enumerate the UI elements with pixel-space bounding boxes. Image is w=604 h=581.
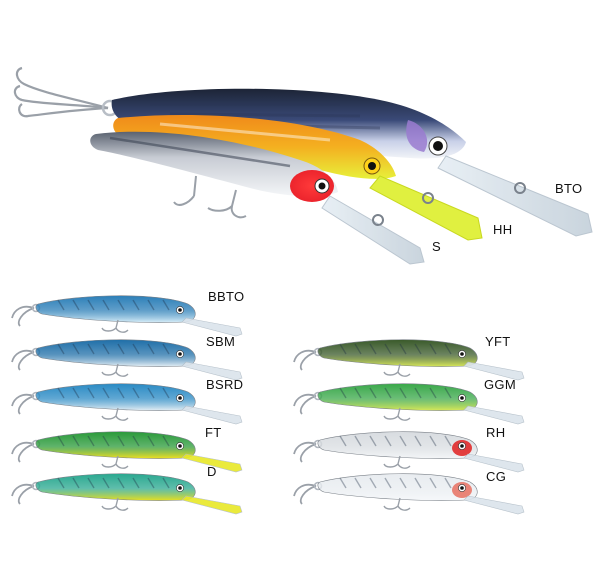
lure-body [35,473,196,501]
label-yft: YFT [485,334,511,349]
small-lure-yft [293,339,525,381]
lure-body [90,131,338,197]
tail-hook [11,441,35,463]
small-lure-ft [11,431,243,473]
belly-hook [173,175,247,219]
tail-hook [293,393,317,415]
belly-hook [101,455,129,469]
tail-hook [11,349,35,371]
label-bto: BTO [555,181,583,196]
small-lure-bbto [11,295,243,337]
hero-lure-s [90,131,425,265]
label-d: D [207,464,217,479]
lure-body [35,383,196,411]
red-head [290,170,334,202]
treble-hook [13,66,109,118]
label-bbto: BBTO [208,289,245,304]
diving-lip [181,317,243,337]
label-sbm: SBM [206,334,236,349]
hero-lure-hh [113,114,483,241]
tail-hook [11,483,35,505]
diving-lip [321,195,425,265]
diving-lip [181,495,243,515]
label-s: S [432,239,441,254]
diving-lip [463,495,525,515]
lure-body [113,114,396,179]
purple-patch [406,120,428,152]
lure-body [317,383,478,411]
label-hh: HH [493,222,513,237]
belly-hook [101,497,129,511]
diving-lip [463,405,525,425]
diving-lip [181,361,243,381]
diving-lip [463,453,525,473]
label-bsrd: BSRD [206,377,244,392]
belly-hook [383,497,411,511]
tail-hook [293,483,317,505]
belly-hook [101,363,129,377]
small-lure-group [11,295,525,515]
tail-hook [293,349,317,371]
label-ggm: GGM [484,377,516,392]
small-lure-d [11,473,243,515]
diving-lip [463,361,525,381]
lure-body [35,295,196,323]
diving-lip [437,155,593,237]
lure-body [35,339,196,367]
belly-hook [383,363,411,377]
label-cg: CG [486,469,507,484]
small-lure-sbm [11,339,243,381]
label-ft: FT [205,425,222,440]
lure-body [35,431,196,459]
diving-lip [181,405,243,425]
belly-hook [383,455,411,469]
label-rh: RH [486,425,506,440]
small-lure-cg [293,473,525,515]
diving-lip [181,453,243,473]
belly-hook [383,407,411,421]
diving-lip [369,175,483,241]
tail-hook [11,305,35,327]
belly-hook [101,319,129,333]
lure-body [317,339,478,367]
belly-hook [101,407,129,421]
tail-hook [293,441,317,463]
small-lure-bsrd [11,383,243,425]
small-lure-rh [293,431,525,473]
small-lure-ggm [293,383,525,425]
tail-hook [11,393,35,415]
